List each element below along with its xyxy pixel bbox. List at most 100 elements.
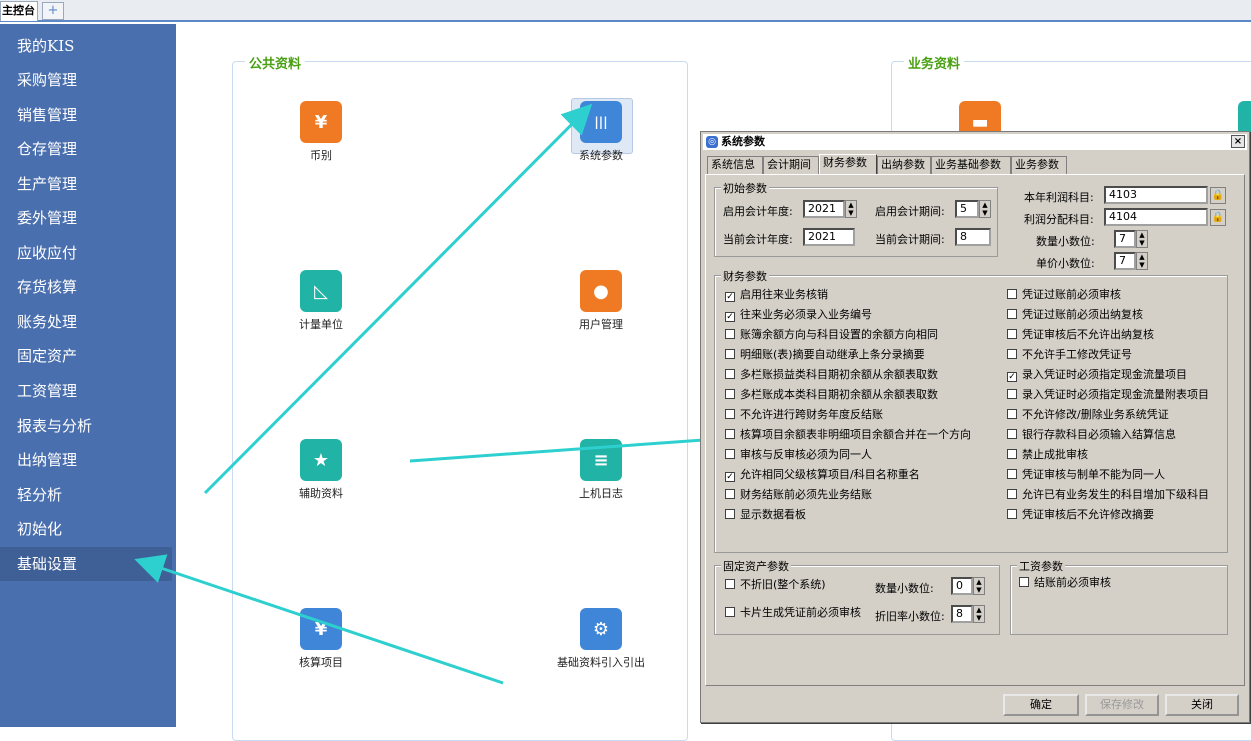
finance-params-panel: 初始参数 启用会计年度: 2021 ▲▼ 启用会计期间: 5 ▲▼ 当前会计年度… <box>705 174 1245 686</box>
module-auxiliary-data[interactable]: ★ 辅助资料 <box>266 439 376 501</box>
sidebar-item-my-kis[interactable]: 我的KIS <box>17 37 75 55</box>
current-year-input[interactable]: 2021 <box>803 228 855 246</box>
finance-option-checkbox[interactable]: 凭证审核与制单不能为同一人 <box>1007 468 1165 482</box>
fa-qty-decimal-input[interactable]: 0 <box>951 577 973 595</box>
qty-decimal-input[interactable]: 7 <box>1114 230 1136 248</box>
system-params-dialog: ◎ 系统参数 × 系统信息 会计期间 财务参数 出纳参数 业务基础参数 业务参数… <box>700 131 1250 723</box>
depr-rate-decimal-input[interactable]: 8 <box>951 605 973 623</box>
finance-option-checkbox[interactable]: ✓往来业务必须录入业务编号 <box>725 308 872 322</box>
sidebar-item-sales[interactable]: 销售管理 <box>17 106 78 124</box>
sidebar: 我的KIS 采购管理 销售管理 仓存管理 生产管理 委外管理 应收应付 存货核算… <box>0 24 176 727</box>
close-icon[interactable]: × <box>1231 135 1245 148</box>
finance-option-checkbox[interactable]: 不允许进行跨财务年度反结账 <box>725 408 883 422</box>
profit-account-input[interactable]: 4103 <box>1104 186 1208 204</box>
finance-option-checkbox[interactable]: 凭证审核后不允许出纳复核 <box>1007 328 1154 342</box>
finance-option-label: 不允许进行跨财务年度反结账 <box>740 408 883 421</box>
no-depreciation-checkbox[interactable]: 不折旧(整个系统) <box>725 578 826 592</box>
init-params-title: 初始参数 <box>721 180 769 196</box>
checked-box-icon: ✓ <box>1007 372 1017 382</box>
dialog-titlebar[interactable]: ◎ 系统参数 × <box>703 134 1247 150</box>
profit-account-label: 本年利润科目: <box>1024 191 1094 204</box>
finance-option-checkbox[interactable]: 银行存款科目必须输入结算信息 <box>1007 428 1176 442</box>
finance-option-checkbox[interactable]: 凭证过账前必须出纳复核 <box>1007 308 1143 322</box>
finance-option-label: 启用往来业务核销 <box>740 288 828 301</box>
distribution-account-label: 利润分配科目: <box>1024 213 1094 226</box>
sidebar-item-outsourcing[interactable]: 委外管理 <box>17 209 78 227</box>
finance-option-checkbox[interactable]: ✓录入凭证时必须指定现金流量项目 <box>1007 368 1187 382</box>
fa-qty-decimal-spinner[interactable]: ▲▼ <box>973 577 985 595</box>
checked-box-icon: ✓ <box>725 312 735 322</box>
tab-business-base-params[interactable]: 业务基础参数 <box>931 156 1011 174</box>
tab-main-console[interactable]: 主控台 <box>0 1 38 21</box>
tab-bar: 主控台 + <box>0 0 1251 22</box>
finance-option-checkbox[interactable]: 多栏账成本类科目期初余额从余额表取数 <box>725 388 938 402</box>
wage-audit-checkbox[interactable]: 结账前必须审核 <box>1019 576 1111 590</box>
unchecked-box-icon <box>1007 309 1017 319</box>
sidebar-item-production[interactable]: 生产管理 <box>17 175 78 193</box>
distribution-account-input[interactable]: 4104 <box>1104 208 1208 226</box>
sidebar-item-receivable-payable[interactable]: 应收应付 <box>17 244 78 262</box>
finance-option-checkbox[interactable]: 明细账(表)摘要自动继承上条分录摘要 <box>725 348 925 362</box>
finance-option-checkbox[interactable]: 多栏账损益类科目期初余额从余额表取数 <box>725 368 938 382</box>
qty-decimal-spinner[interactable]: ▲▼ <box>1136 230 1148 248</box>
finance-option-checkbox[interactable]: 不允许修改/删除业务系统凭证 <box>1007 408 1169 422</box>
module-import-export[interactable]: ⚙ 基础资料引入引出 <box>546 608 656 670</box>
tab-finance-params[interactable]: 财务参数 <box>819 154 877 175</box>
finance-option-checkbox[interactable]: 财务结账前必须先业务结账 <box>725 488 872 502</box>
start-period-spinner[interactable]: ▲▼ <box>979 200 991 218</box>
finance-params-title: 财务参数 <box>721 268 769 284</box>
price-decimal-spinner[interactable]: ▲▼ <box>1136 252 1148 270</box>
finance-option-checkbox[interactable]: 显示数据看板 <box>725 508 806 522</box>
sidebar-item-ledger[interactable]: 账务处理 <box>17 313 78 331</box>
finance-option-label: 凭证审核后不允许修改摘要 <box>1022 508 1154 521</box>
finance-option-checkbox[interactable]: 凭证审核后不允许修改摘要 <box>1007 508 1154 522</box>
module-user-management[interactable]: ● 用户管理 <box>546 270 656 332</box>
finance-option-checkbox[interactable]: 核算项目余额表非明细项目余额合并在一个方向 <box>725 428 971 442</box>
finance-option-checkbox[interactable]: ✓允许相同父级核算项目/科目名称重名 <box>725 468 920 482</box>
sidebar-item-wages[interactable]: 工资管理 <box>17 382 78 400</box>
module-system-params[interactable]: ||| 系统参数 <box>546 101 656 163</box>
sidebar-item-reports[interactable]: 报表与分析 <box>17 417 93 435</box>
ok-button[interactable]: 确定 <box>1003 694 1079 716</box>
add-tab-icon[interactable]: + <box>42 2 64 20</box>
sidebar-item-purchase[interactable]: 采购管理 <box>17 71 78 89</box>
current-period-input[interactable]: 8 <box>955 228 991 246</box>
lookup-icon[interactable]: 🔒 <box>1210 187 1226 204</box>
module-currency[interactable]: ¥ 币别 <box>266 101 376 163</box>
start-year-spinner[interactable]: ▲▼ <box>845 200 857 218</box>
depr-rate-decimal-spinner[interactable]: ▲▼ <box>973 605 985 623</box>
finance-option-checkbox[interactable]: ✓启用往来业务核销 <box>725 288 828 302</box>
finance-option-checkbox[interactable]: 审核与反审核必须为同一人 <box>725 448 872 462</box>
fixed-asset-params-fieldset: 固定资产参数 不折旧(整个系统) 数量小数位: 0 ▲▼ 卡片生成凭证前必须审核… <box>714 558 1000 635</box>
sidebar-item-inventory-accounting[interactable]: 存货核算 <box>17 278 78 296</box>
finance-option-label: 不允许手工修改凭证号 <box>1022 348 1132 361</box>
tab-system-info[interactable]: 系统信息 <box>707 156 763 174</box>
finance-option-checkbox[interactable]: 凭证过账前必须审核 <box>1007 288 1121 302</box>
price-decimal-input[interactable]: 7 <box>1114 252 1136 270</box>
start-year-input[interactable]: 2021 <box>803 200 845 218</box>
init-params-fieldset: 初始参数 启用会计年度: 2021 ▲▼ 启用会计期间: 5 ▲▼ 当前会计年度… <box>714 180 998 257</box>
finance-option-checkbox[interactable]: 账簿余额方向与科目设置的余额方向相同 <box>725 328 938 342</box>
module-operation-log[interactable]: ≡ 上机日志 <box>546 439 656 501</box>
sidebar-item-initialization[interactable]: 初始化 <box>17 520 63 538</box>
finance-option-checkbox[interactable]: 不允许手工修改凭证号 <box>1007 348 1132 362</box>
sidebar-item-fixed-assets[interactable]: 固定资产 <box>17 347 78 365</box>
tab-cashier-params[interactable]: 出纳参数 <box>877 156 931 174</box>
close-button[interactable]: 关闭 <box>1165 694 1239 716</box>
module-accounting-items[interactable]: ¥ 核算项目 <box>266 608 376 670</box>
card-voucher-audit-checkbox[interactable]: 卡片生成凭证前必须审核 <box>725 606 861 620</box>
finance-option-label: 录入凭证时必须指定现金流量附表项目 <box>1022 388 1209 401</box>
module-units[interactable]: ◺ 计量单位 <box>266 270 376 332</box>
save-changes-button[interactable]: 保存修改 <box>1085 694 1159 716</box>
tab-accounting-period[interactable]: 会计期间 <box>763 156 819 174</box>
finance-option-checkbox[interactable]: 禁止成批审核 <box>1007 448 1088 462</box>
sidebar-item-basic-settings[interactable]: 基础设置 》 <box>0 547 172 581</box>
sidebar-item-warehouse[interactable]: 仓存管理 <box>17 140 78 158</box>
sidebar-item-light-analysis[interactable]: 轻分析 <box>17 486 63 504</box>
start-period-input[interactable]: 5 <box>955 200 979 218</box>
finance-option-checkbox[interactable]: 允许已有业务发生的科目增加下级科目 <box>1007 488 1209 502</box>
lookup-icon[interactable]: 🔒 <box>1210 209 1226 226</box>
sidebar-item-cashier[interactable]: 出纳管理 <box>17 451 78 469</box>
finance-option-checkbox[interactable]: 录入凭证时必须指定现金流量附表项目 <box>1007 388 1209 402</box>
tab-business-params[interactable]: 业务参数 <box>1011 156 1067 174</box>
